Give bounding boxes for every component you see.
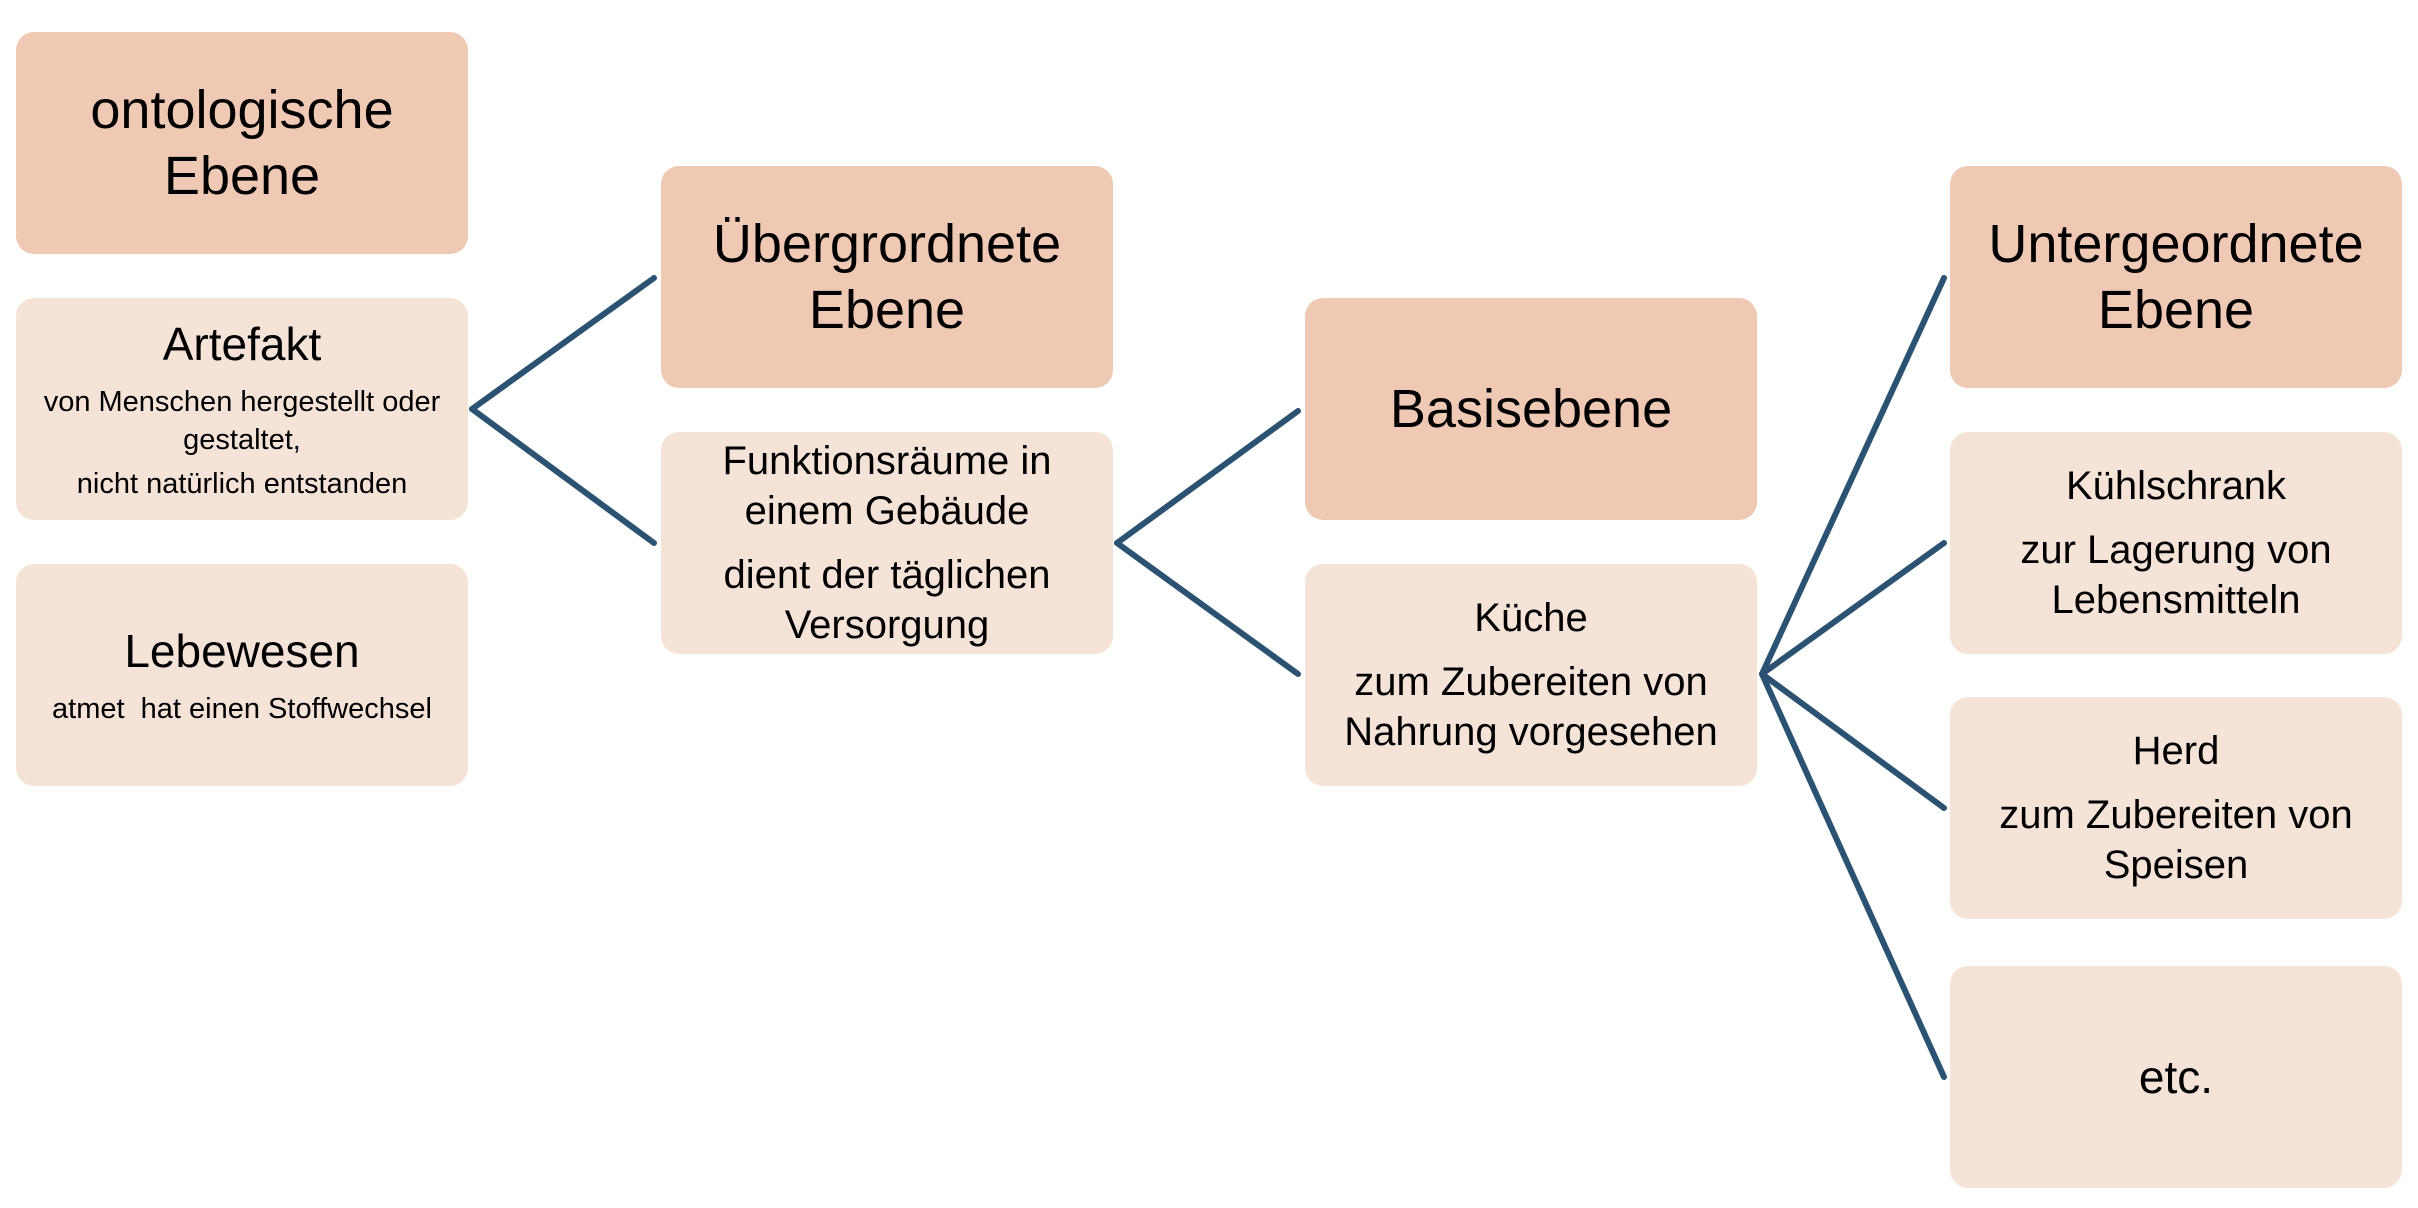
connector-artefakt-to-header [469, 275, 657, 412]
artefakt-box: Artefakt von Menschen hergestellt oder g… [16, 298, 468, 520]
artefakt-desc-line1: von Menschen hergestellt oder gestaltet, [43, 386, 441, 456]
funktionsraeume-title: Funktionsräume in einem Gebäude [722, 439, 1052, 533]
kuehlschrank-title: Kühlschrank [2065, 464, 2287, 508]
untergeordnete-ebene-header: Untergeordnete Ebene [1950, 166, 2402, 388]
basisebene-header: Basisebene [1305, 298, 1757, 520]
connector-kueche-to-untergeordnete [1759, 275, 1947, 677]
lebewesen-box: Lebewesen atmet hat einen Stoffwechsel [16, 564, 468, 786]
untergeordnete-ebene-label: Untergeordnete Ebene [1988, 214, 2364, 340]
connector-kueche-to-etc [1759, 671, 1947, 1080]
connector-funktionsraeume-to-kueche [1114, 540, 1301, 677]
etc-label: etc. [2138, 1051, 2214, 1103]
funktionsraeume-box: Funktionsräume in einem Gebäude dient de… [661, 432, 1113, 654]
connector-kueche-to-herd [1759, 671, 1947, 811]
lebewesen-title: Lebewesen [124, 625, 360, 677]
artefakt-title: Artefakt [162, 318, 322, 370]
funktionsraeume-desc: dient der täglichen Versorgung [723, 553, 1051, 647]
uebergeordnete-ebene-label: Übergrordnete Ebene [712, 214, 1062, 340]
ontologische-ebene-label: ontologische Ebene [90, 80, 394, 206]
uebergeordnete-ebene-header: Übergrordnete Ebene [661, 166, 1113, 388]
herd-desc: zum Zubereiten von Speisen [1999, 793, 2353, 887]
connector-artefakt-to-funktionsraeume [469, 406, 657, 546]
etc-box: etc. [1950, 966, 2402, 1188]
kuehlschrank-desc: zur Lagerung von Lebensmitteln [2020, 528, 2332, 622]
connector-funktionsraeume-to-basisebene [1114, 408, 1301, 546]
herd-box: Herd zum Zubereiten von Speisen [1950, 697, 2402, 919]
artefakt-desc-line2: nicht natürlich entstanden [76, 468, 408, 500]
lebewesen-desc: atmet hat einen Stoffwechsel [52, 693, 432, 725]
kueche-box: Küche zum Zubereiten von Nahrung vorgese… [1305, 564, 1757, 786]
connector-kueche-to-kuehlschrank [1759, 540, 1947, 677]
kueche-desc: zum Zubereiten von Nahrung vorgesehen [1344, 660, 1718, 754]
herd-title: Herd [2132, 729, 2220, 773]
basisebene-label: Basisebene [1389, 379, 1673, 439]
ontologische-ebene-header: ontologische Ebene [16, 32, 468, 254]
kuehlschrank-box: Kühlschrank zur Lagerung von Lebensmitte… [1950, 432, 2402, 654]
kueche-title: Küche [1474, 596, 1588, 640]
